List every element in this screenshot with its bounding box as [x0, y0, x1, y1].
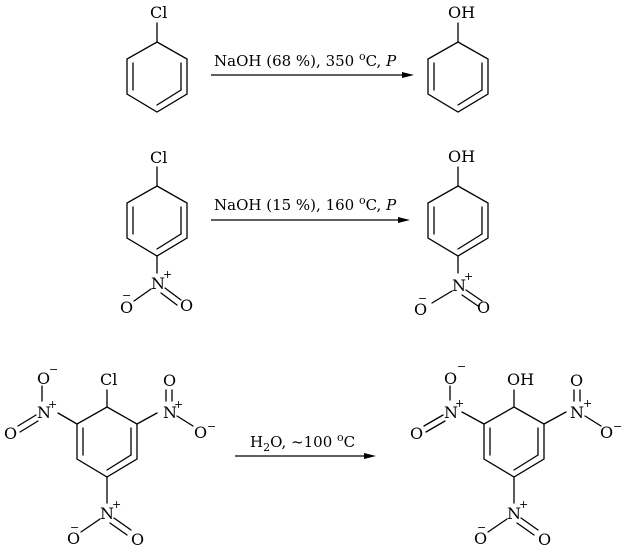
water-o-and-temp: O, ~100: [270, 433, 337, 451]
pressure-symbol: P: [385, 52, 397, 70]
oxygen-label: O: [474, 529, 487, 548]
oxygen-label: O: [131, 530, 144, 549]
arrowhead-icon: [364, 453, 376, 459]
degree-mark: o: [337, 431, 344, 444]
degree-mark: o: [359, 194, 366, 207]
reaction-2: Cl N + O − O NaOH (15 %), 160 oC, P: [120, 147, 490, 319]
plus-charge: +: [583, 397, 592, 410]
reaction-1: Cl NaOH (68 %), 350 oC, P OH: [126, 3, 489, 113]
water-subscript: 2: [263, 441, 270, 454]
minus-charge: −: [613, 420, 622, 433]
oh-label: OH: [448, 3, 475, 22]
nitro-group-bottom: N + O − O: [67, 476, 144, 549]
conditions-3: H2O, ~100 oC: [235, 431, 376, 459]
minus-charge: −: [49, 363, 58, 376]
4-chloronitrobenzene: Cl N + O − O: [120, 148, 193, 317]
reagent-text: NaOH (15 %), 160: [214, 196, 359, 214]
oxygen-label: O: [570, 371, 583, 390]
oxygen-label: O: [410, 424, 423, 443]
oxygen-label: O: [444, 369, 457, 388]
plus-charge: +: [48, 398, 57, 411]
unit-text: C,: [366, 52, 386, 70]
nitrogen-label: N: [452, 276, 466, 295]
oh-label: OH: [448, 147, 475, 166]
nitro-group-left: N + O − O: [4, 363, 78, 443]
oxygen-label: O: [600, 423, 613, 442]
pressure-symbol: P: [385, 196, 397, 214]
plus-charge: +: [464, 270, 473, 283]
nitrogen-label: N: [163, 403, 177, 422]
oxygen-label: O: [180, 296, 193, 315]
water-h: H: [250, 433, 263, 451]
arrowhead-icon: [402, 72, 414, 78]
nitro-group-left: N + O − O: [410, 360, 485, 443]
nitro-group: N + O − O: [414, 270, 490, 319]
oxygen-label: O: [477, 298, 490, 317]
degree-mark: o: [359, 50, 366, 63]
nitro-group-bottom: N + O − O: [474, 476, 551, 549]
nitrogen-label: N: [507, 504, 521, 523]
plus-charge: +: [174, 398, 183, 411]
nitrogen-label: N: [37, 403, 51, 422]
oxygen-label: O: [37, 369, 50, 388]
conditions-1: NaOH (68 %), 350 oC, P: [211, 50, 414, 78]
4-nitrophenol: OH N + O − O: [414, 147, 490, 319]
svg-text:NaOH (15 %), 160 oC, P: NaOH (15 %), 160 oC, P: [214, 194, 397, 214]
svg-text:H2O, ~100 oC: H2O, ~100 oC: [250, 431, 355, 454]
cl-label: Cl: [150, 3, 167, 22]
cl-label: Cl: [100, 370, 117, 389]
plus-charge: +: [455, 397, 464, 410]
oh-label: OH: [507, 370, 534, 389]
minus-charge: −: [457, 360, 466, 373]
plus-charge: +: [112, 498, 121, 511]
oxygen-label: O: [194, 423, 207, 442]
unit-text: C: [344, 433, 355, 451]
plus-charge: +: [519, 498, 528, 511]
minus-charge: −: [122, 289, 131, 302]
chlorobenzene: Cl: [126, 3, 188, 113]
plus-charge: +: [163, 268, 172, 281]
arrowhead-icon: [398, 217, 410, 223]
minus-charge: −: [207, 420, 216, 433]
nitro-group-right: N + O O −: [543, 371, 622, 442]
svg-text:NaOH (68 %), 350 oC, P: NaOH (68 %), 350 oC, P: [214, 50, 397, 70]
oxygen-label: O: [120, 298, 133, 317]
oxygen-label: O: [67, 529, 80, 548]
phenol: OH: [427, 3, 489, 113]
cl-label: Cl: [150, 148, 167, 167]
minus-charge: −: [70, 521, 79, 534]
oxygen-label: O: [163, 371, 176, 390]
oxygen-label: O: [4, 424, 17, 443]
nitrogen-label: N: [444, 403, 458, 422]
nitrogen-label: N: [570, 403, 584, 422]
oxygen-label: O: [538, 530, 551, 549]
nitro-group-right: N + O O −: [136, 371, 216, 442]
reagent-text: NaOH (68 %), 350: [214, 52, 359, 70]
nitrogen-label: N: [151, 274, 165, 293]
nitro-group: N + O − O: [120, 268, 193, 317]
unit-text: C,: [366, 196, 386, 214]
minus-charge: −: [477, 521, 486, 534]
reaction-3: Cl N + O − O N +: [4, 360, 622, 549]
oxygen-label: O: [414, 300, 427, 319]
conditions-2: NaOH (15 %), 160 oC, P: [211, 194, 410, 223]
picryl-chloride: Cl N + O − O N +: [4, 363, 216, 549]
nitrogen-label: N: [100, 504, 114, 523]
picric-acid: OH N + O − O N +: [410, 360, 622, 549]
minus-charge: −: [418, 292, 427, 305]
